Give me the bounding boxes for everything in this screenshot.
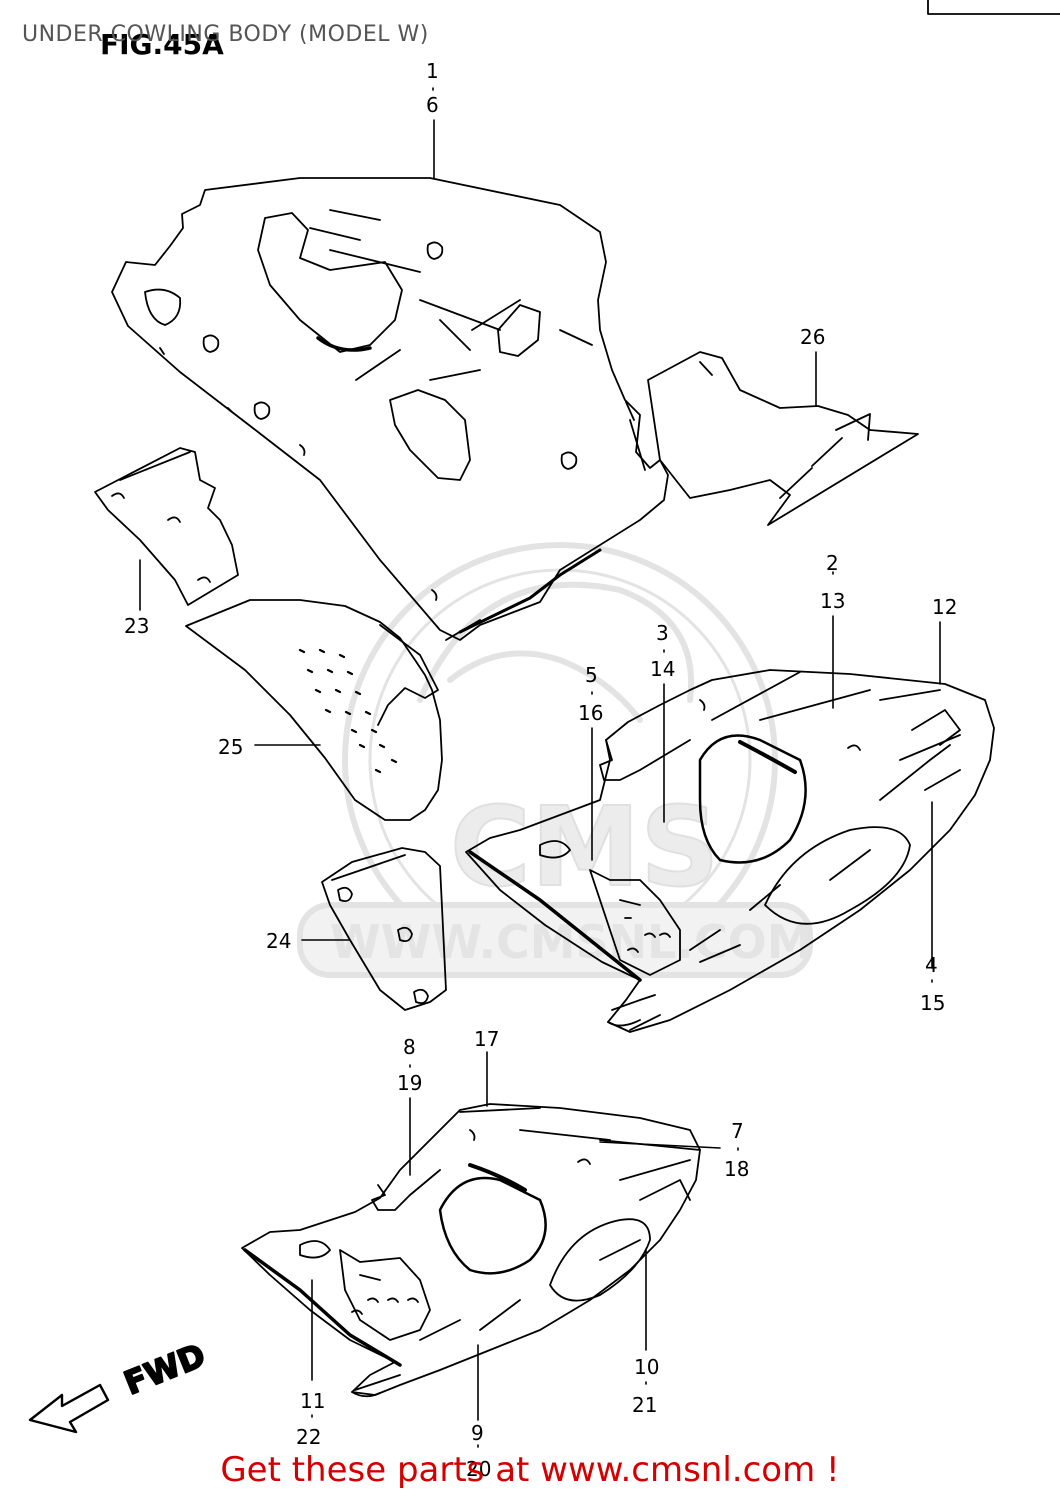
part-under-cowling-lower xyxy=(241,1103,701,1398)
part-25-inner-panel xyxy=(185,599,443,821)
part-upper-cowling xyxy=(111,177,669,641)
callout-22: 22 xyxy=(296,1425,321,1449)
frame-corner xyxy=(927,0,1060,15)
watermark-face xyxy=(447,650,643,723)
callout-6: 6 xyxy=(426,93,439,117)
callout-1: 1 xyxy=(426,59,439,83)
part-26-bracket xyxy=(647,351,919,526)
footer-promo-link[interactable]: Get these parts at www.cmsnl.com ! xyxy=(220,1450,840,1490)
callout-19: 19 xyxy=(397,1071,422,1095)
figure-number: FIG.45A xyxy=(100,28,224,61)
callout-labels: 1 6 26 23 2 13 12 3 14 5 16 25 24 4 15 8… xyxy=(124,59,957,1481)
part-23-bracket xyxy=(94,447,239,606)
part-under-cowling-right xyxy=(465,669,995,1033)
callout-23: 23 xyxy=(124,614,149,638)
callout-20: 20 xyxy=(466,1457,491,1481)
callout-26: 26 xyxy=(800,325,825,349)
watermark-head xyxy=(417,581,695,703)
callout-8: 8 xyxy=(403,1035,416,1059)
callout-12: 12 xyxy=(932,595,957,619)
part-24-bracket xyxy=(321,847,447,1011)
watermark-banner xyxy=(297,902,813,978)
callout-10: 10 xyxy=(634,1355,659,1379)
callout-24: 24 xyxy=(266,929,291,953)
callout-16: 16 xyxy=(578,701,603,725)
callout-11: 11 xyxy=(300,1389,325,1413)
watermark-brand: CMS xyxy=(450,783,719,911)
callout-15: 15 xyxy=(920,991,945,1015)
callout-13: 13 xyxy=(820,589,845,613)
callout-7: 7 xyxy=(731,1119,744,1143)
callout-3: 3 xyxy=(656,621,669,645)
callout-18: 18 xyxy=(724,1157,749,1181)
fwd-arrow-icon xyxy=(28,1383,110,1434)
callout-21: 21 xyxy=(632,1393,657,1417)
callout-5: 5 xyxy=(585,663,598,687)
callout-14: 14 xyxy=(650,657,675,681)
callout-2: 2 xyxy=(826,551,839,575)
page-title: UNDER COWLING BODY (MODEL W) xyxy=(22,22,429,47)
callout-4: 4 xyxy=(925,953,938,977)
callout-25: 25 xyxy=(218,735,243,759)
leader-lines xyxy=(139,87,941,1448)
callout-17: 17 xyxy=(474,1027,499,1051)
callout-9: 9 xyxy=(471,1421,484,1445)
fwd-label: FWD xyxy=(119,1336,211,1403)
